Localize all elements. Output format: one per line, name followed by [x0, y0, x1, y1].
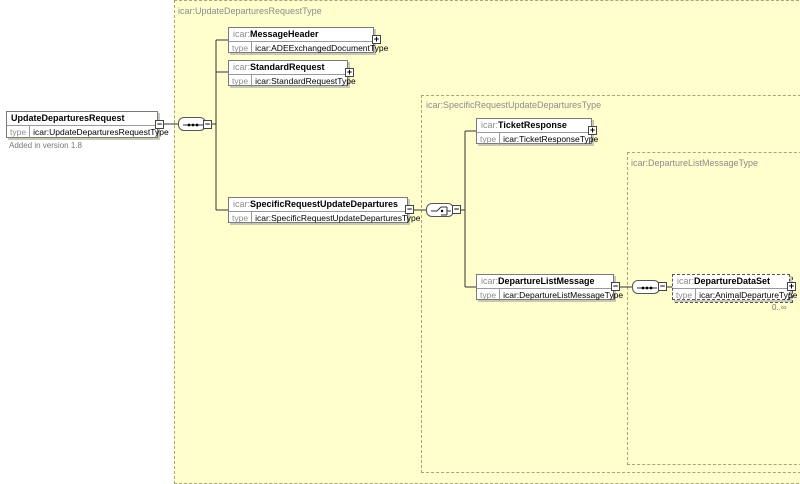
sequence-icon — [183, 123, 203, 127]
expand-button[interactable]: + — [588, 125, 597, 135]
element-name: icar:TicketResponse — [477, 119, 591, 133]
type-value: icar:AnimalDepartureType — [699, 290, 798, 300]
type-key: type — [7, 126, 31, 138]
type-box-departure-list — [627, 152, 800, 465]
collapse-button[interactable]: − — [452, 204, 461, 214]
type-key: type — [673, 289, 697, 301]
type-value: icar:ADEExchangedDocumentType — [255, 43, 389, 53]
collapse-button[interactable]: − — [611, 281, 620, 291]
type-value: icar:UpdateDeparturesRequestType — [33, 127, 169, 137]
collapse-button[interactable]: − — [203, 119, 212, 129]
expand-button[interactable]: + — [787, 281, 796, 291]
type-key: type — [229, 75, 253, 87]
type-key: type — [477, 133, 501, 145]
choice-icon — [431, 206, 451, 216]
expand-button[interactable]: + — [372, 34, 381, 44]
choice-compositor[interactable] — [426, 203, 454, 217]
type-key: type — [229, 42, 253, 54]
collapse-button[interactable]: − — [405, 204, 414, 214]
type-box-label: icar:SpecificRequestUpdateDeparturesType — [426, 100, 602, 110]
element-name: icar:DepartureDataSet — [673, 275, 789, 289]
type-box-label: icar:DepartureListMessageType — [631, 158, 759, 168]
expand-button[interactable]: + — [345, 67, 354, 77]
element-specific-request-update-departures[interactable]: icar:SpecificRequestUpdateDepartures typ… — [228, 197, 420, 224]
collapse-button[interactable]: − — [155, 119, 164, 129]
element-name: icar:MessageHeader — [229, 28, 373, 42]
type-key: type — [229, 212, 253, 224]
type-value: icar:StandardRequestType — [255, 76, 356, 86]
element-name: icar:DepartureListMessage — [477, 275, 613, 289]
type-box-label: icar:UpdateDeparturesRequestType — [178, 6, 322, 16]
type-value: icar:SpecificRequestUpdateDeparturesType — [255, 213, 421, 223]
element-name: icar:SpecificRequestUpdateDepartures — [229, 198, 407, 212]
type-key: type — [477, 289, 501, 301]
sequence-icon — [637, 286, 657, 290]
type-value: icar:TicketResponseType — [503, 134, 599, 144]
sequence-compositor[interactable] — [632, 280, 660, 294]
occurrence-label: 0..∞ — [772, 303, 787, 312]
version-note: Added in version 1.8 — [9, 141, 82, 150]
sequence-compositor[interactable] — [178, 117, 206, 131]
collapse-button[interactable]: − — [658, 281, 667, 291]
element-name: icar:StandardRequest — [229, 61, 347, 75]
element-name: UpdateDeparturesRequest — [7, 112, 157, 126]
type-value: icar:DepartureListMessageType — [503, 290, 624, 300]
